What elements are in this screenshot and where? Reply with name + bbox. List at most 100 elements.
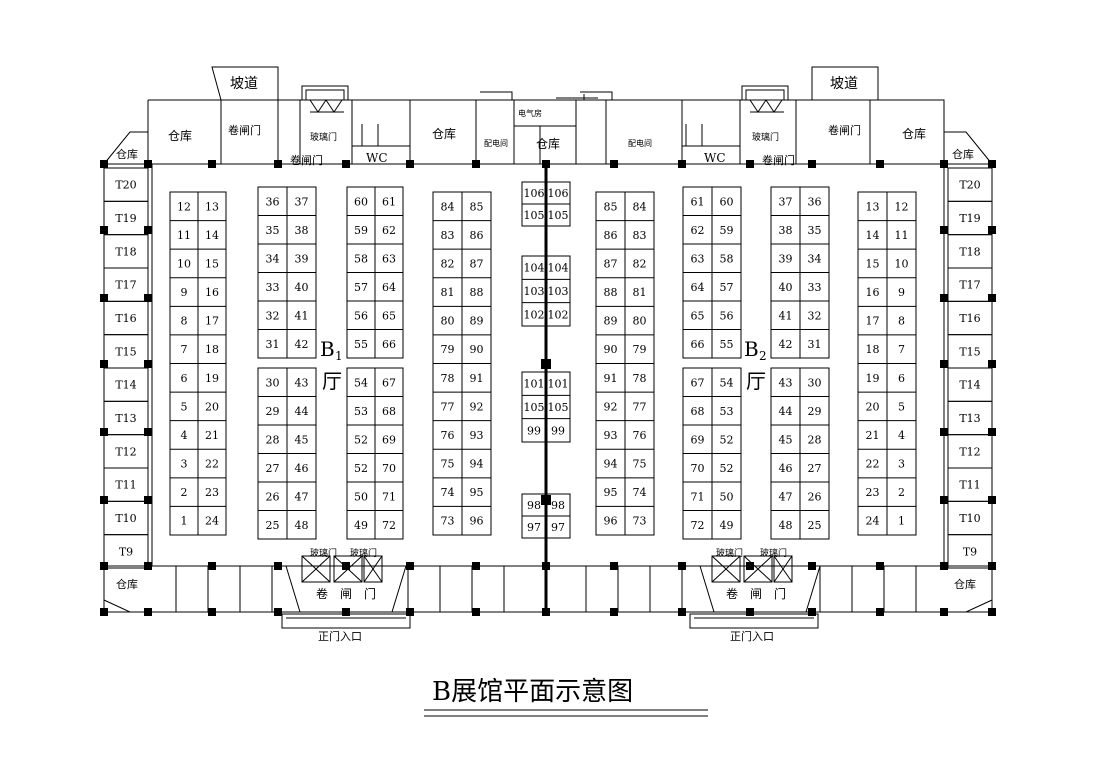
booth-number: 101: [524, 378, 545, 391]
booth-number: 37: [295, 195, 309, 208]
bottom-strip: [103, 566, 993, 613]
booth-number: 44: [295, 405, 309, 418]
main-entrance-right: 正门入口: [730, 629, 774, 643]
booth-number: 1: [898, 515, 905, 528]
booth-number: 31: [266, 338, 280, 351]
warehouse-corner-tl-label: 仓库: [116, 147, 138, 161]
rolling-door-top-left-2: 卷闸门: [290, 153, 323, 167]
booth-number: 60: [354, 195, 368, 208]
side-booth-outline: [103, 534, 149, 569]
side-booth: T10: [947, 500, 993, 536]
booth-number: 49: [720, 519, 734, 532]
glass-door-top-right-label: 玻璃门: [752, 131, 779, 143]
booth-number: 79: [441, 343, 455, 356]
column-marker: [988, 160, 996, 168]
booth-number: 69: [691, 433, 705, 446]
column-marker: [100, 160, 108, 168]
booth-number: 52: [354, 433, 368, 446]
booth-number: 2: [181, 486, 188, 499]
side-booth-label: T14: [959, 379, 980, 392]
booth-number: 62: [382, 224, 396, 237]
column-marker: [610, 562, 618, 570]
booth-number: 106: [524, 187, 545, 200]
booth-number: 37: [779, 195, 793, 208]
booth-number: 28: [266, 433, 280, 446]
booth-number: 19: [205, 372, 219, 385]
side-booth: T19: [103, 200, 149, 236]
hall-b1-num: 1: [335, 349, 343, 363]
column-marker: [940, 360, 948, 368]
booth-number: 66: [382, 338, 396, 351]
booth-number: 70: [691, 462, 705, 475]
side-booth: T14: [103, 367, 149, 402]
side-booth: T18: [103, 234, 149, 269]
booth-number: 36: [808, 195, 822, 208]
booth-number: 25: [808, 519, 822, 532]
column-marker: [274, 608, 282, 616]
booth-number: 58: [720, 252, 734, 265]
side-booth-label: T9: [119, 545, 133, 558]
side-booth-label: T10: [115, 512, 136, 525]
booth-number: 71: [691, 490, 705, 503]
warehouse-corner-tr-label: 仓库: [952, 147, 974, 161]
booth-number: 13: [866, 200, 880, 213]
booth-number: 59: [354, 224, 368, 237]
side-booth-label: T12: [115, 445, 136, 458]
booth-number: 32: [266, 309, 280, 322]
column-marker: [610, 160, 618, 168]
booth-number: 15: [866, 257, 880, 270]
booth-number: 103: [524, 285, 545, 298]
booth-number: 90: [470, 343, 484, 356]
booth-number: 28: [808, 433, 822, 446]
column-marker: [940, 608, 948, 616]
booth-number: 81: [633, 286, 647, 299]
booth-number: 68: [691, 405, 705, 418]
rolling-door-top-left: 卷闸门: [228, 123, 261, 137]
booth-number: 92: [604, 400, 618, 413]
side-booth-label: T15: [959, 345, 980, 358]
column-marker: [144, 608, 152, 616]
hall-b2-char: 厅: [746, 369, 766, 393]
booth-number: 43: [779, 376, 793, 389]
warehouse-corner-tr: [943, 131, 993, 165]
side-booth: T15: [947, 334, 993, 369]
side-booth: T20: [103, 167, 149, 202]
column-marker: [808, 608, 816, 616]
booth-number: 64: [691, 281, 705, 294]
booth-number: 33: [266, 281, 280, 294]
side-booth-label: T15: [115, 345, 136, 358]
booth-number: 45: [779, 433, 793, 446]
booth-number: 61: [691, 195, 705, 208]
booth-number: 15: [205, 257, 219, 270]
distribution-room-right: 配电间: [628, 138, 652, 148]
booth-number: 106: [548, 187, 569, 200]
booth-number: 82: [633, 257, 647, 270]
booth-number: 52: [354, 462, 368, 475]
booth-number: 39: [779, 252, 793, 265]
side-booth: T17: [947, 267, 993, 302]
booth-number: 66: [691, 338, 705, 351]
booth-number: 105: [548, 401, 569, 414]
column-marker: [342, 562, 350, 570]
glass-door-bottom-3: 玻璃门: [716, 547, 743, 559]
booth-number: 88: [604, 286, 618, 299]
booth-number: 73: [633, 515, 647, 528]
booth-number: 99: [527, 424, 541, 437]
booth-number: 104: [524, 262, 545, 275]
booth-number: 63: [691, 252, 705, 265]
column-marker: [876, 608, 884, 616]
booth-number: 75: [633, 458, 647, 471]
column-marker: [876, 562, 884, 570]
booth-number: 8: [181, 315, 188, 328]
booth-number: 10: [177, 257, 191, 270]
booth-number: 101: [548, 378, 569, 391]
booth-number: 73: [441, 515, 455, 528]
booth-number: 7: [181, 343, 188, 356]
column-marker: [342, 160, 350, 168]
booth-number: 55: [354, 338, 368, 351]
